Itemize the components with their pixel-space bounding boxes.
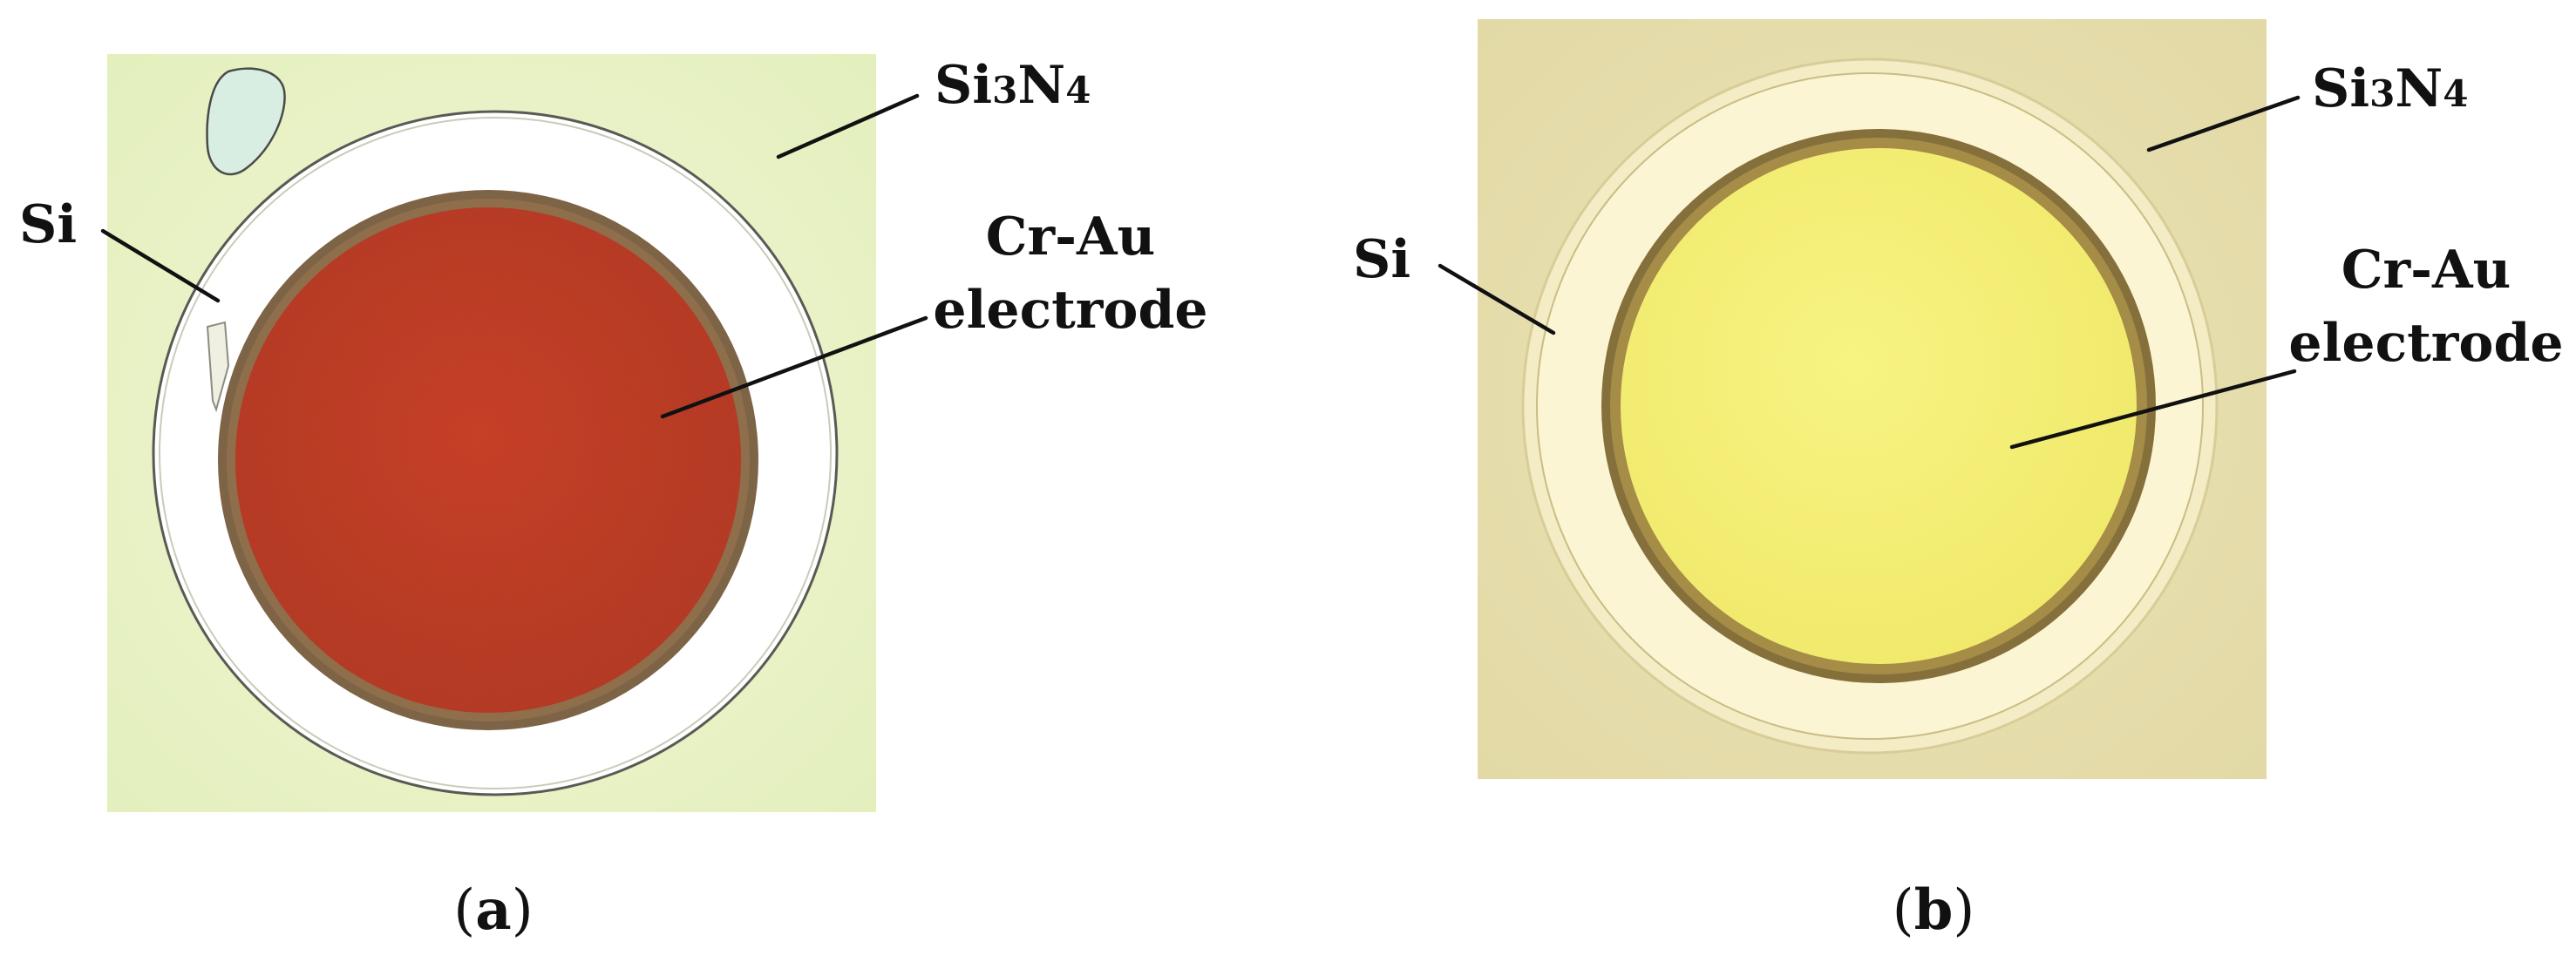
panel-a-si3n4-leader: [776, 93, 920, 159]
panel-b-si-label: Si: [1353, 229, 1410, 290]
panel-a: Si Si3N4 Cr-Au electrode (a): [19, 54, 1208, 943]
panel-a-cr-au-electrode: [235, 207, 741, 713]
panel-b-cr-au-electrode: [1621, 148, 2137, 664]
panel-a-caption: (a): [453, 877, 533, 943]
panel-a-si-leader: [100, 228, 221, 303]
panel-b: Si Si3N4 Cr-Au electrode (b): [1353, 19, 2564, 943]
panel-b-si3n4-label: Si3N4: [2312, 58, 2468, 119]
panel-a-defect-mark: [206, 321, 230, 413]
panel-a-cr-au-leader: [660, 315, 928, 419]
panel-a-debris-particle: [206, 67, 286, 176]
panel-b-cr-au-leader: [2009, 369, 2297, 450]
panel-b-caption: (b): [1893, 877, 1975, 943]
panel-a-si-ring-inner-edge: [159, 117, 832, 789]
panel-b-cr-au-label: Cr-Au: [2342, 240, 2511, 301]
panel-a-si3n4-label: Si3N4: [935, 55, 1091, 116]
panel-a-cr-au-label: Cr-Au: [986, 207, 1155, 268]
panel-b-si3n4-leader: [2146, 95, 2301, 152]
panel-b-electrode-label: electrode: [2288, 313, 2563, 374]
panel-a-electrode-label: electrode: [933, 280, 1207, 341]
panel-b-si-leader: [1438, 263, 1556, 335]
panel-a-si-label: Si: [19, 194, 77, 255]
